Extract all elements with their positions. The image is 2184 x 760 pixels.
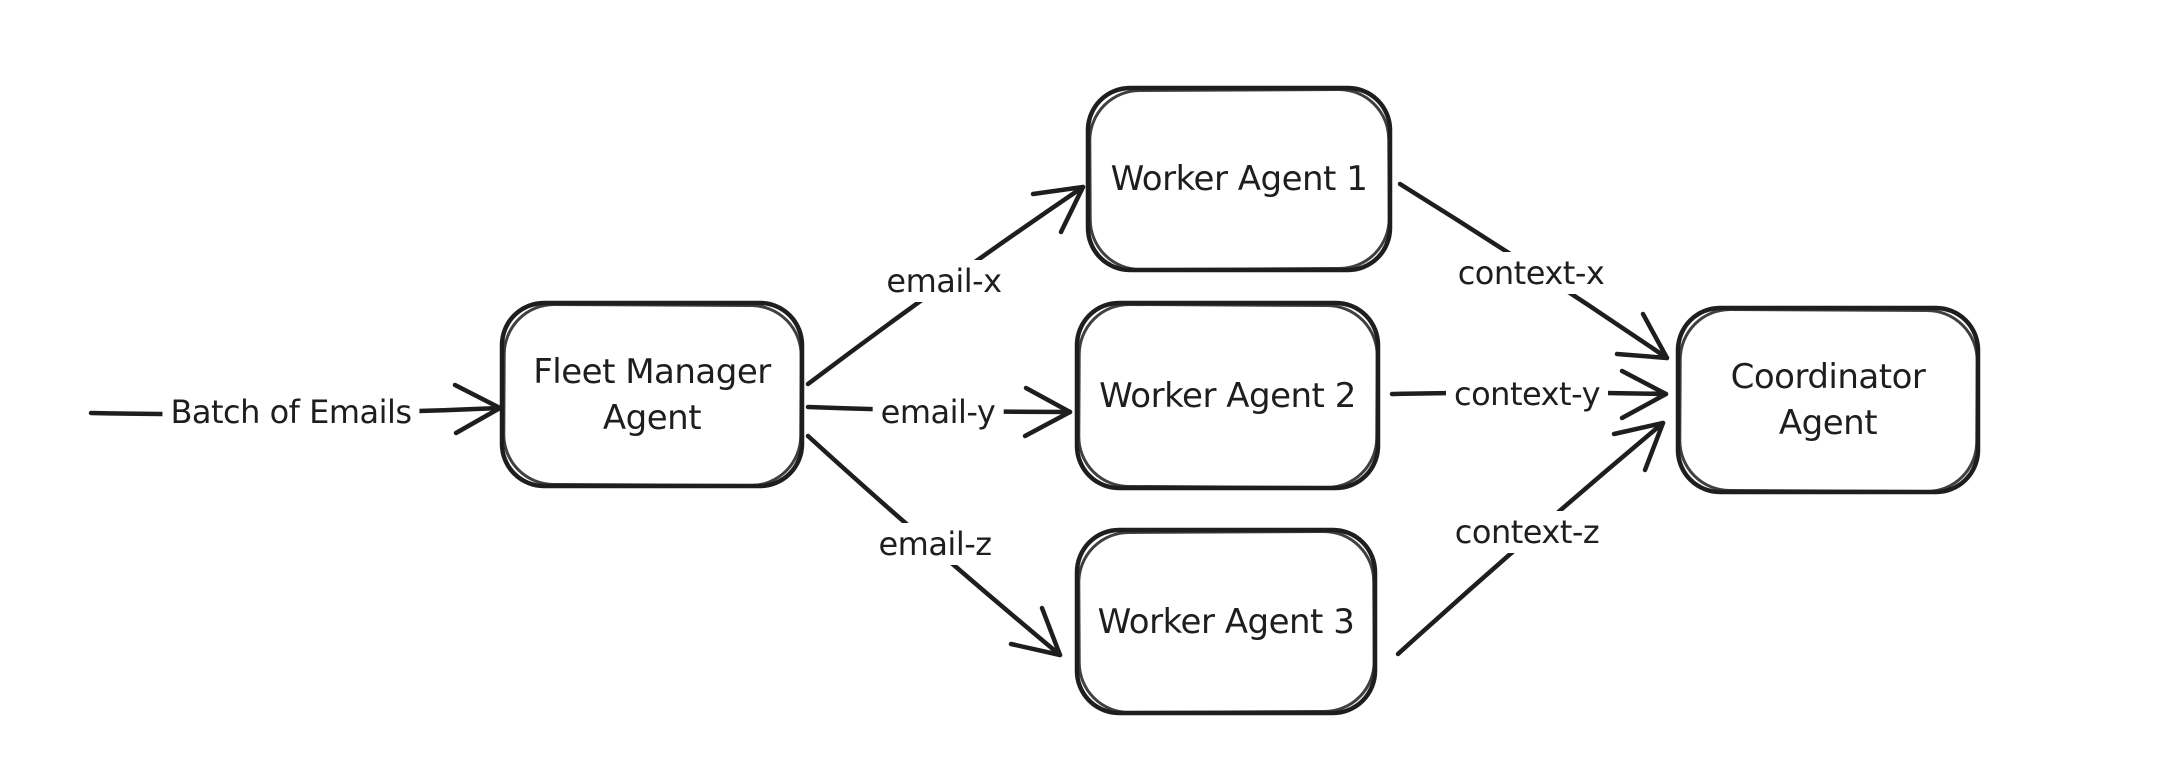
edge-label-context-x: context-x <box>1449 252 1613 294</box>
edge-label-batch-of-emails: Batch of Emails <box>162 391 420 433</box>
edge-label-email-x: email-x <box>878 260 1010 302</box>
node-box-worker-agent-2 <box>1074 300 1381 491</box>
arrowhead-icon <box>1008 605 1063 658</box>
node-label-line: Worker Agent 1 <box>1110 159 1368 199</box>
node-label-line: Agent <box>1778 403 1878 443</box>
node-box-coordinator-agent <box>1675 305 1981 495</box>
node-label-coordinator-agent: Coordinator Agent <box>1678 308 1978 492</box>
edge-label-context-y: context-y <box>1445 373 1609 415</box>
edge-label-email-z: email-z <box>870 523 1000 565</box>
arrowhead-icon <box>1611 420 1666 473</box>
edge-label-email-y: email-y <box>872 391 1004 433</box>
node-label-line: Fleet Manager <box>533 351 771 392</box>
node-label-fleet-manager-agent: Fleet Manager Agent <box>502 303 802 486</box>
arrowhead-icon <box>1022 385 1073 439</box>
node-label-line: Worker Agent 3 <box>1097 601 1355 642</box>
node-label-worker-agent-2: Worker Agent 2 <box>1077 303 1378 488</box>
node-label-worker-agent-3: Worker Agent 3 <box>1077 530 1375 713</box>
node-box-fleet-manager-agent <box>499 300 805 489</box>
node-label-line: Agent <box>602 397 702 438</box>
node-box-worker-agent-1 <box>1085 85 1393 273</box>
arrowhead-icon <box>1030 184 1086 235</box>
node-box-worker-agent-3 <box>1074 527 1378 716</box>
arrowhead-icon <box>1614 311 1670 361</box>
node-label-line: Coordinator <box>1730 357 1926 397</box>
node-label-worker-agent-1: Worker Agent 1 <box>1088 88 1390 270</box>
node-label-line: Worker Agent 2 <box>1099 375 1356 416</box>
arrowhead-icon <box>1619 368 1669 421</box>
edge-label-context-z: context-z <box>1446 511 1608 553</box>
